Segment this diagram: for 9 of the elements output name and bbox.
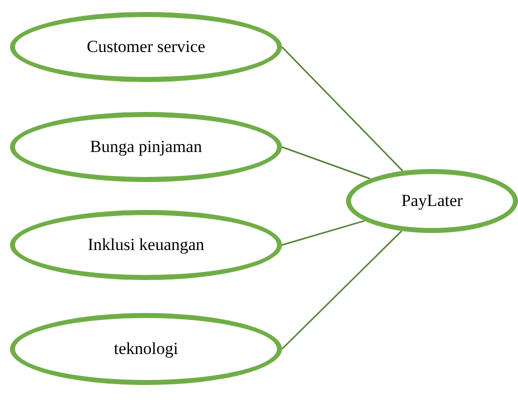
connector-line — [281, 230, 402, 350]
connector-line — [282, 146, 370, 180]
node-label: Bunga pinjaman — [90, 137, 202, 157]
node-label: PayLater — [401, 191, 463, 211]
connector-line — [281, 46, 404, 172]
connector-line — [282, 220, 365, 246]
node-label: Inklusi keuangan — [88, 235, 204, 255]
node-label: teknologi — [114, 339, 178, 359]
node-label: Customer service — [86, 37, 206, 57]
